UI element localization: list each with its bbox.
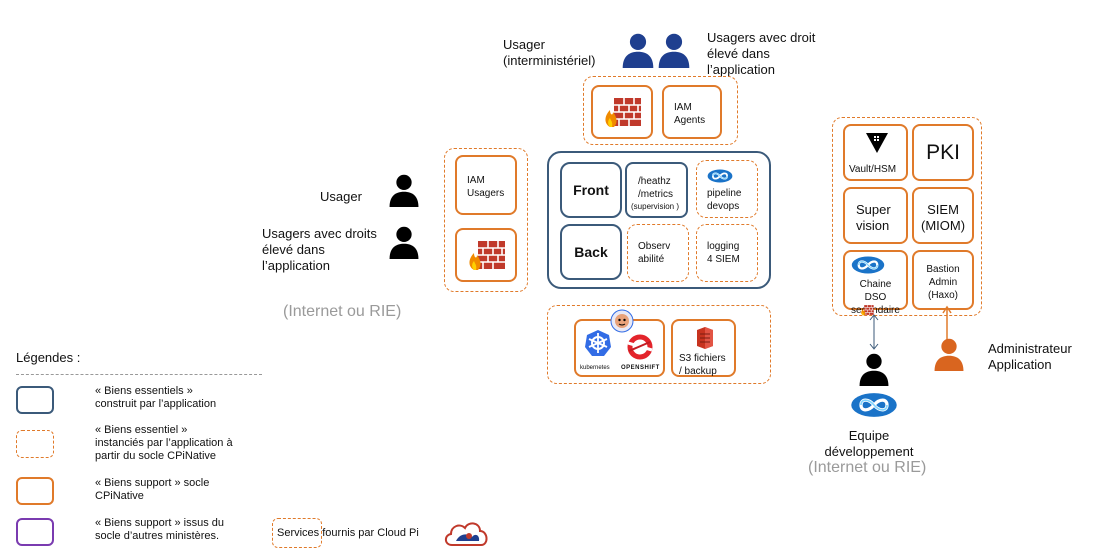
openshift-icon <box>627 334 653 360</box>
legend-item-essentiels: « Biens essentiels » construit par l’app… <box>95 385 217 410</box>
legend-item-support-cpinative: « Biens support » socle CPiNative <box>95 477 210 502</box>
observabilite-label: Observ abilité <box>638 241 671 265</box>
helmsman-mascot-icon <box>610 309 634 333</box>
person-icon <box>656 32 692 68</box>
vault-hsm-label: Vault/HSM <box>849 164 897 175</box>
observabilite-box: Observ abilité <box>627 224 689 282</box>
legend-item-support-ministeres: « Biens support » issus du socle d’autre… <box>95 517 225 542</box>
top-dashed-group <box>583 76 738 145</box>
person-icon <box>932 336 966 372</box>
firewall-icon <box>602 96 642 128</box>
heathz-label: /heathz /metrics <box>638 176 673 200</box>
legend-swatch-purple <box>16 518 54 546</box>
left-firewall-box <box>455 228 517 282</box>
s3-icon <box>697 327 713 349</box>
bastion-label: Bastion Admin (Haxo) <box>926 264 960 301</box>
legend-swatch-cloudpi <box>272 518 322 548</box>
legend-swatch-dashed-orange <box>16 430 54 458</box>
heathz-box: /heathz /metrics (supervision ) <box>625 162 688 218</box>
label-usagers-droit-eleve: Usagers avec droit élevé dans l’applicat… <box>707 30 816 77</box>
label-administrateur: Administrateur Application <box>988 341 1072 372</box>
chaine-dso-box: Chaine DSO secondaire <box>843 250 908 316</box>
label-usager: Usager <box>320 189 362 204</box>
devops-infinity-icon <box>707 168 733 184</box>
label-usager-interministeriel: Usager (interministériel) <box>503 37 596 68</box>
kubernetes-label: kubernetes <box>580 365 610 371</box>
s3-box: S3 fichiers / backup <box>671 319 736 377</box>
front-box: Front <box>560 162 622 218</box>
label-usagers-droits: Usagers avec droits élevé dans l’applica… <box>262 226 377 273</box>
top-firewall-box <box>591 85 653 139</box>
iam-agents-label: IAM Agents <box>674 102 706 126</box>
siem-label: SIEM (MIOM) <box>921 202 966 233</box>
devops-infinity-icon <box>850 392 898 418</box>
back-label: Back <box>574 244 608 260</box>
siem-box: SIEM (MIOM) <box>912 187 974 244</box>
bastion-admin-box: Bastion Admin (Haxo) <box>912 250 974 310</box>
right-dashed-group <box>832 117 982 316</box>
vault-hsm-box: Vault/HSM <box>843 124 908 181</box>
supervision-box: Super vision <box>843 187 908 244</box>
infra-dashed-group <box>547 305 771 384</box>
person-icon <box>857 351 891 387</box>
back-box: Back <box>560 224 622 280</box>
supervision-note: (supervision ) <box>631 202 680 211</box>
legend-title: Légendes : <box>16 350 81 365</box>
legend-item-cloudpi: Services fournis par Cloud Pi <box>277 527 419 539</box>
devops-infinity-icon <box>851 254 885 276</box>
person-icon <box>620 32 656 68</box>
openshift-label: OPENSHIFT <box>621 365 660 371</box>
legend-divider <box>16 374 262 375</box>
kubernetes-openshift-box: kubernetes OPENSHIFT <box>574 309 665 377</box>
iam-agents-box: IAM Agents <box>662 85 722 139</box>
legend-swatch-blue <box>16 386 54 414</box>
firewall-icon <box>466 239 506 271</box>
label-internet-rie-left: (Internet ou RIE) <box>283 303 402 320</box>
front-label: Front <box>573 182 609 198</box>
chaine-dso-label: Chaine DSO secondaire <box>851 279 900 316</box>
label-equipe-dev: Equipe développement <box>824 428 914 459</box>
s3-label: S3 fichiers / backup <box>679 353 726 377</box>
iam-usagers-label: IAM Usagers <box>467 175 505 199</box>
pki-label: PKI <box>926 140 960 164</box>
vault-icon <box>866 133 888 153</box>
left-dashed-group <box>444 148 528 292</box>
supervision-label: Super vision <box>856 202 891 233</box>
kubernetes-icon <box>585 330 611 356</box>
person-icon <box>387 172 421 208</box>
iam-usagers-box: IAM Usagers <box>455 155 517 215</box>
bidirectional-arrow <box>869 314 879 350</box>
cloud-pi-icon <box>444 522 488 546</box>
up-arrow <box>942 305 952 341</box>
pipeline-devops-box: pipeline devops <box>696 160 758 218</box>
label-internet-rie-right: (Internet ou RIE) <box>808 459 927 476</box>
pki-box: PKI <box>912 124 974 181</box>
pipeline-label: pipeline devops <box>707 188 742 212</box>
logging-label: logging 4 SIEM <box>707 241 740 265</box>
legend-item-instancies: « Biens essentiel » instanciés par l’app… <box>95 424 233 462</box>
legend-swatch-orange <box>16 477 54 505</box>
logging-siem-box: logging 4 SIEM <box>696 224 758 282</box>
person-icon <box>387 224 421 260</box>
